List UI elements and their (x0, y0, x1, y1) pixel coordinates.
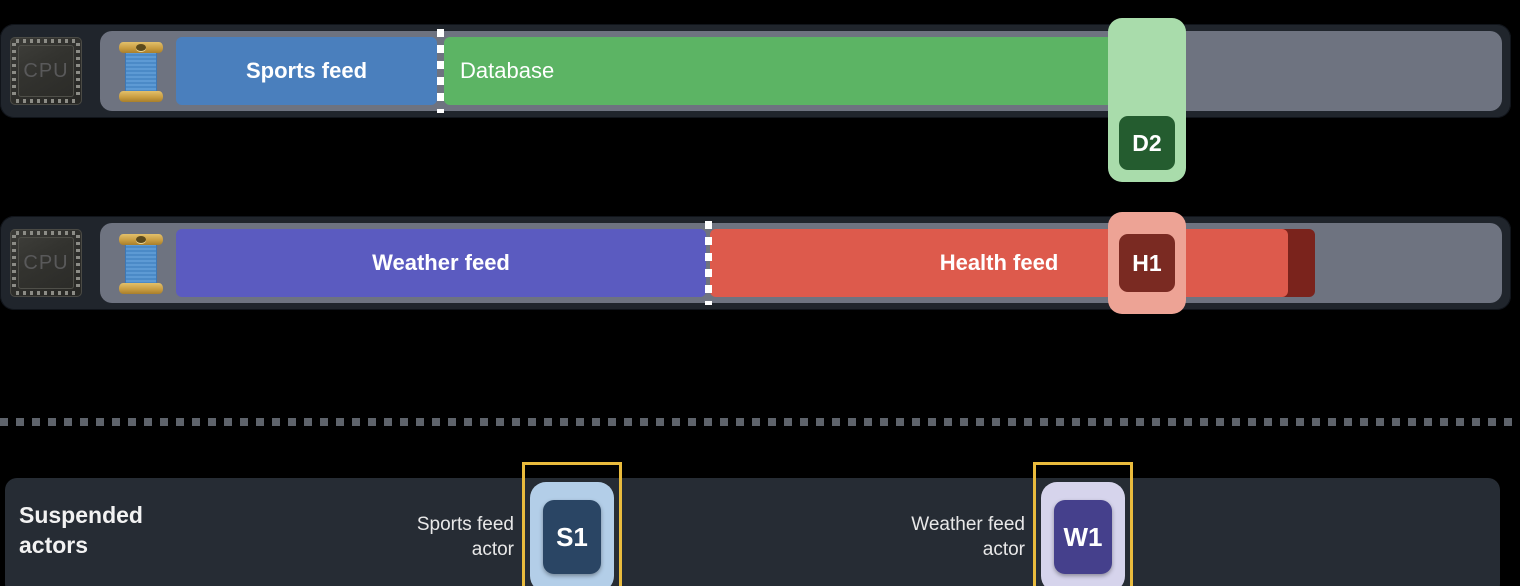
badge-d2-halo[interactable]: D2 (1108, 18, 1186, 182)
lane-sports-feed-label: Sports feed (245, 58, 368, 83)
cpu-chip-icon: CPU (10, 37, 82, 105)
track-lane-container-1: Weather feed Health feed (100, 221, 1502, 305)
badge-h1-halo[interactable]: H1 (1108, 212, 1186, 314)
suspended-actors-title-line1: Suspended (19, 502, 143, 528)
thread-spool-icon (119, 230, 163, 296)
track-lane-container-0: Sports feed Database (100, 29, 1502, 113)
actor-label-0-line2: actor (471, 539, 514, 560)
badge-h1[interactable]: H1 (1119, 234, 1175, 292)
cpu-track-row-1[interactable]: CPU Weather feed Health feed H1 (0, 212, 1511, 314)
cpu-pins (10, 37, 82, 105)
suspended-actors-panel: Suspended actors Sports feed actor S1 We… (5, 462, 1500, 586)
badge-d2-label: D2 (1132, 129, 1162, 156)
badge-h1-label: H1 (1132, 249, 1162, 276)
badge-w1-label: W1 (1063, 521, 1103, 552)
lane-database[interactable]: Database (444, 37, 1186, 105)
cpu-pins (10, 229, 82, 297)
cpu-label: CPU (23, 251, 69, 274)
cpu-die (18, 45, 74, 97)
actor-label-1-line1: Weather feed (911, 514, 1025, 535)
badge-s1-label: S1 (556, 521, 588, 552)
thread-spool-icon (119, 38, 163, 104)
section-separator (0, 418, 1520, 426)
badge-s1[interactable]: S1 (543, 500, 601, 574)
actor-label-0-line1: Sports feed (416, 514, 514, 535)
cpu-track-row-0[interactable]: CPU Sports feed Database D2 (0, 18, 1511, 182)
lane-weather-feed[interactable]: Weather feed (176, 229, 706, 297)
lane-selection-divider-1[interactable] (705, 221, 712, 305)
suspended-actor-sports-feed-label: Sports feed actor (314, 512, 514, 562)
lane-database-label: Database (460, 58, 555, 83)
lane-health-feed-label: Health feed (939, 250, 1059, 275)
suspended-actor-sports-feed-capsule[interactable]: S1 (530, 482, 614, 586)
suspended-actors-title: Suspended actors (19, 500, 143, 560)
actor-label-1-line2: actor (982, 539, 1025, 560)
cpu-chip-icon: CPU (10, 229, 82, 297)
badge-w1[interactable]: W1 (1054, 500, 1112, 574)
lane-selection-divider-0[interactable] (437, 29, 444, 113)
suspended-actor-weather-feed-selection[interactable] (1033, 462, 1133, 586)
lane-sports-feed[interactable]: Sports feed (176, 37, 437, 105)
suspended-actor-weather-feed-capsule[interactable]: W1 (1041, 482, 1125, 586)
suspended-actor-weather-feed-label: Weather feed actor (825, 512, 1025, 562)
lane-health-feed[interactable]: Health feed (710, 229, 1288, 297)
cpu-label: CPU (23, 59, 69, 82)
suspended-actor-sports-feed-selection[interactable] (522, 462, 622, 586)
lane-weather-feed-label: Weather feed (372, 250, 510, 275)
badge-d2[interactable]: D2 (1119, 116, 1175, 170)
suspended-actors-title-line2: actors (19, 532, 89, 558)
cpu-die (18, 237, 74, 289)
